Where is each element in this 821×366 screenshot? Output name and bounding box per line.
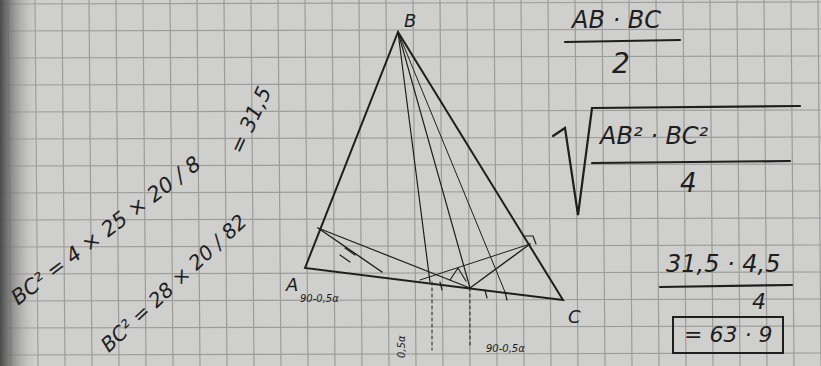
- grid-line: [0, 245, 821, 247]
- vertex-label: C: [568, 308, 581, 326]
- grid-line: [818, 0, 821, 366]
- grid-line: [0, 83, 821, 85]
- formula-strokes: [553, 40, 800, 287]
- grid-line: [116, 0, 119, 366]
- grid-line: [359, 0, 362, 366]
- grid-line: [305, 0, 308, 366]
- grid-line: [0, 191, 821, 193]
- formula-denominator: 4: [680, 170, 697, 196]
- boxed-result: = 63 · 9: [672, 316, 784, 354]
- result-text: = 63 · 9: [684, 324, 772, 346]
- angle-label: 90-0,5α: [486, 344, 525, 354]
- grid-line: [0, 2, 821, 4]
- vertex-label: A: [286, 276, 298, 294]
- grid-line: [197, 0, 200, 366]
- handwritten-equation: = 31,5: [226, 83, 275, 156]
- grid-line: [0, 299, 821, 301]
- grid-line: [89, 0, 92, 366]
- grid-line: [737, 0, 740, 366]
- grid-line: [413, 0, 416, 366]
- grid-line: [494, 0, 497, 366]
- formula-denominator: 2: [612, 50, 630, 78]
- grid-line: [62, 0, 65, 366]
- formula-denominator: 4: [752, 291, 766, 313]
- grid-line: [332, 0, 335, 366]
- angle-label: 0,5α: [397, 336, 407, 359]
- grid-line: [0, 56, 821, 58]
- triangle-figure: [305, 32, 563, 350]
- grid-line: [0, 164, 821, 166]
- grid-line: [548, 0, 551, 366]
- page-shadow: [0, 0, 40, 366]
- grid-line: [224, 0, 227, 366]
- grid-line: [602, 0, 605, 366]
- grid-line: [278, 0, 281, 366]
- grid-line: [710, 0, 713, 366]
- formula-numerator: AB · BC: [572, 8, 661, 32]
- formula-numerator: AB² · BC²: [600, 124, 708, 148]
- grid-line: [521, 0, 524, 366]
- grid-line: [467, 0, 470, 366]
- grid-line: [251, 0, 254, 366]
- grid-line: [656, 0, 659, 366]
- angle-label: 90-0,5α: [300, 294, 339, 304]
- grid-line: [791, 0, 794, 366]
- grid-line: [0, 110, 821, 112]
- formula-numerator: 31,5 · 4,5: [666, 252, 781, 276]
- vertex-label: B: [404, 12, 416, 30]
